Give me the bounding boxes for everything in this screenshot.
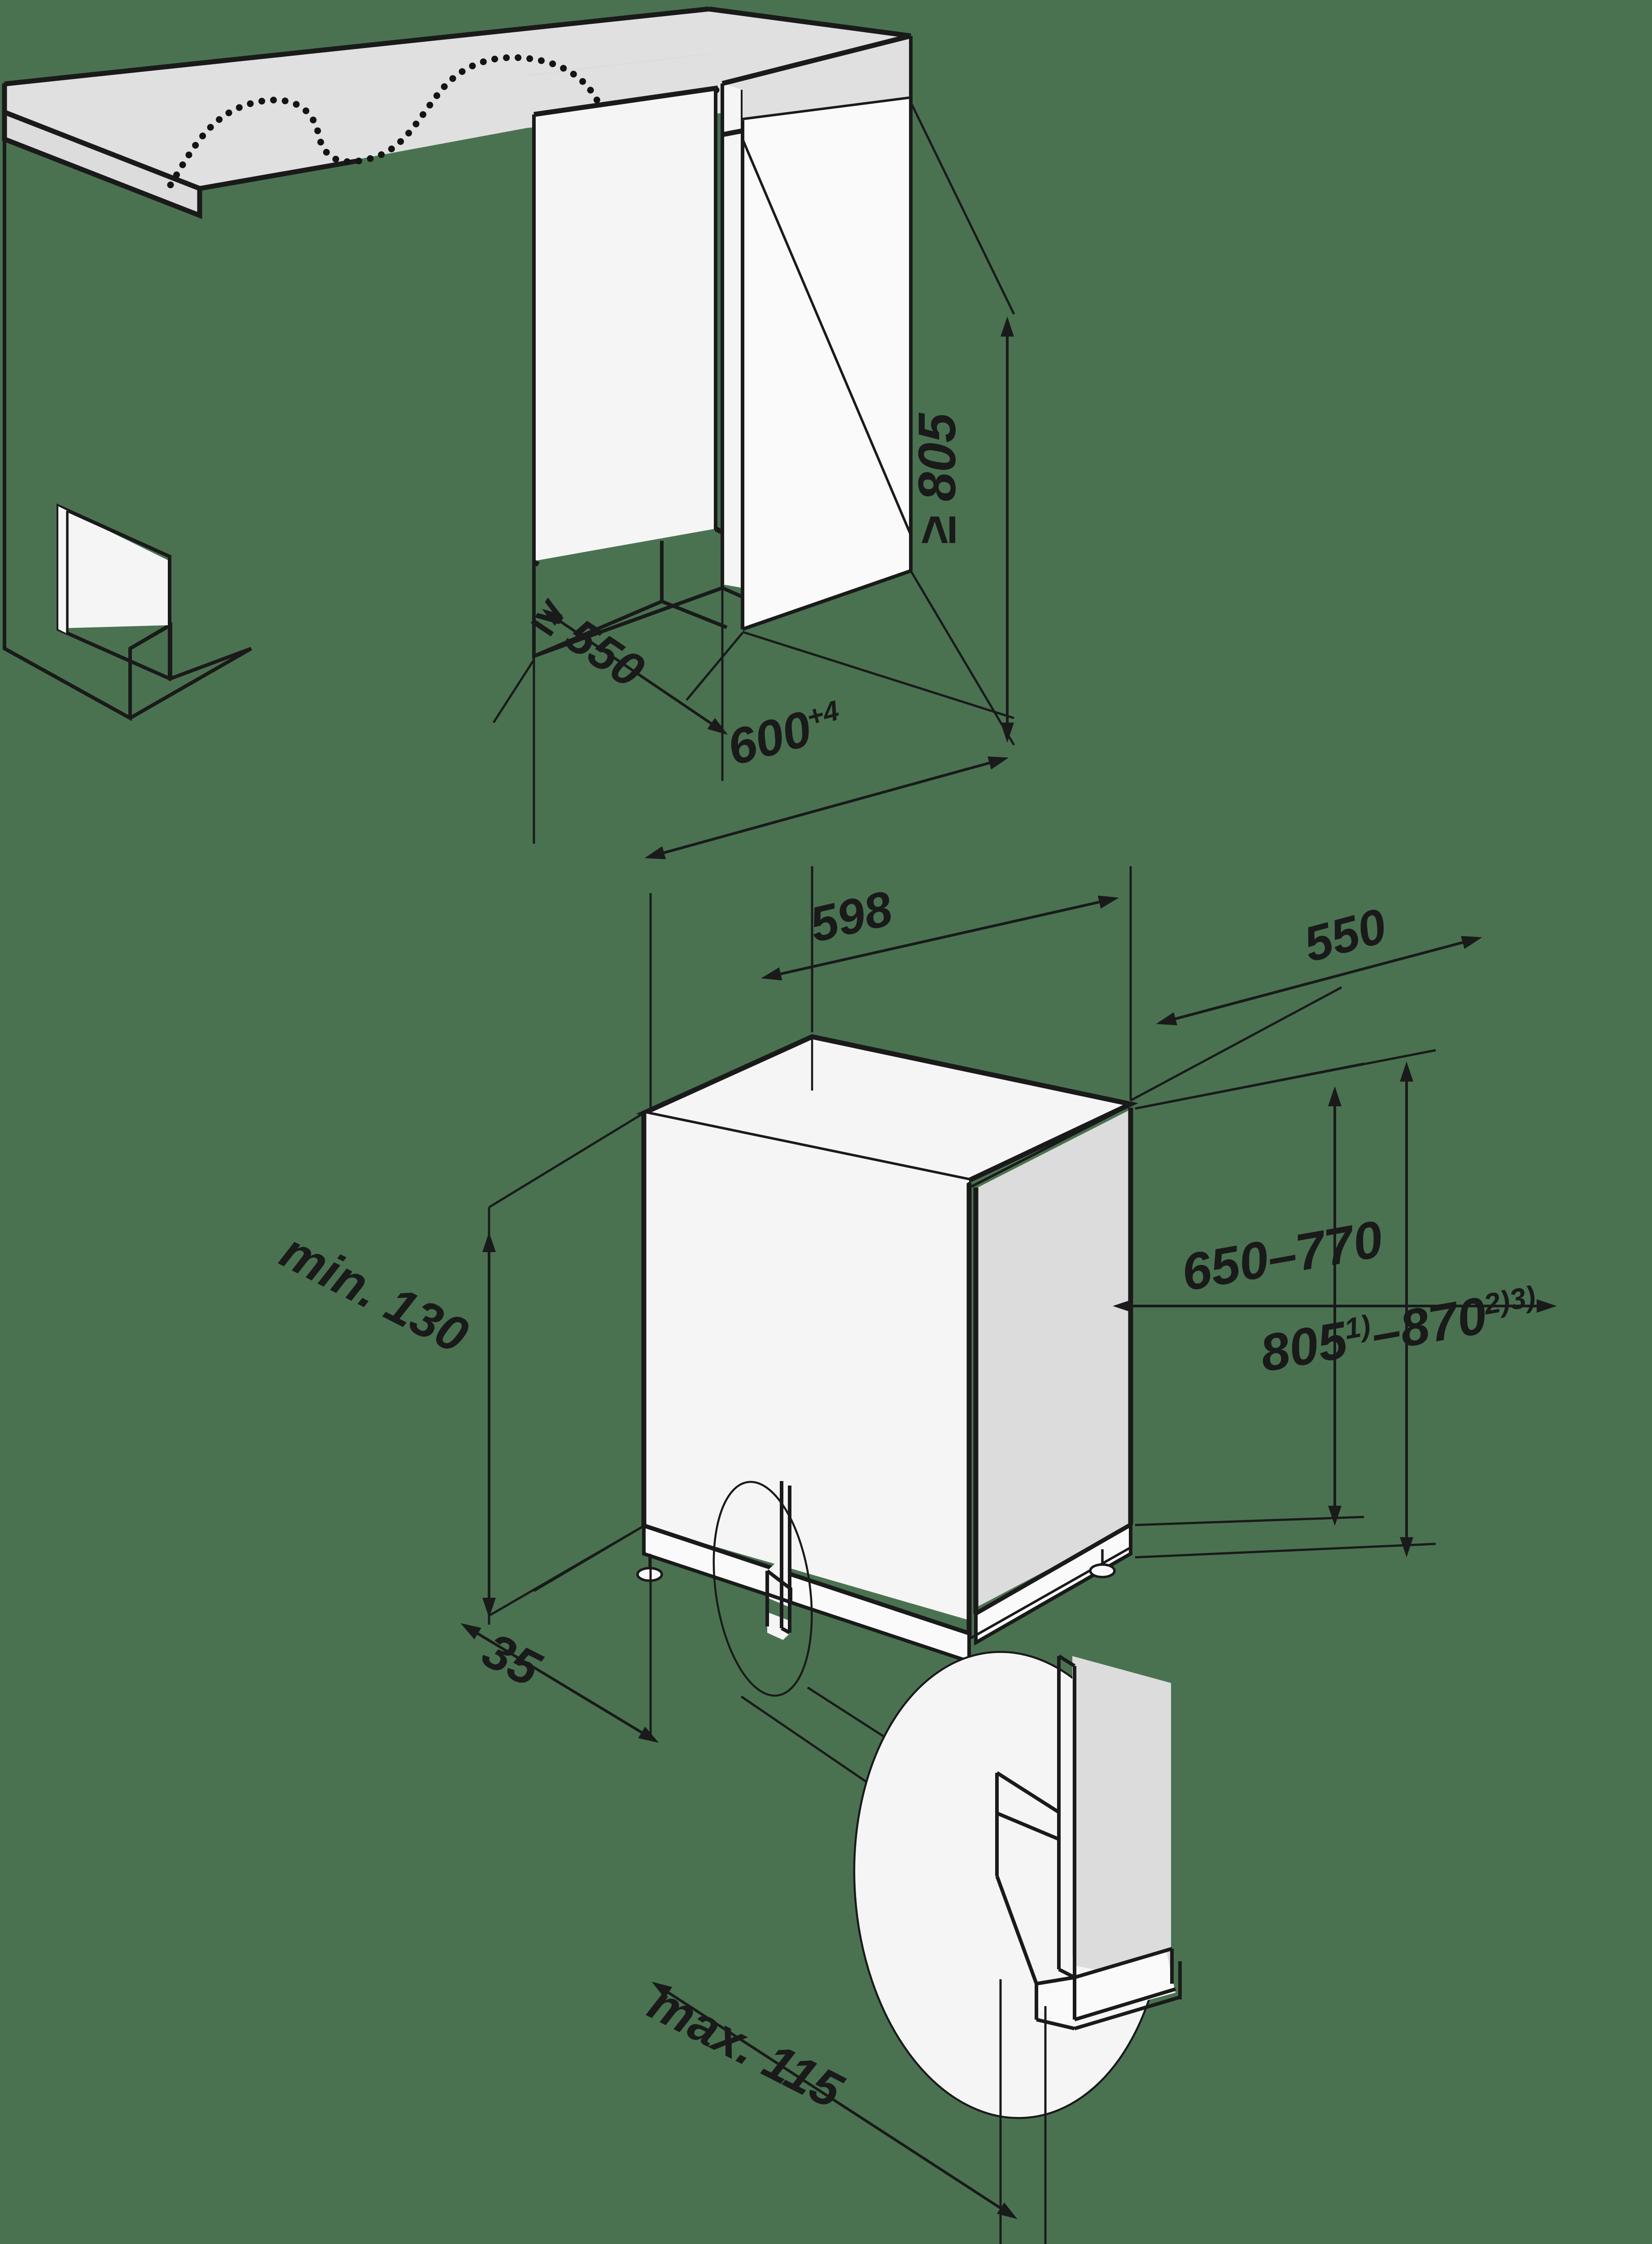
dim-appliance-depth: [1156, 936, 1482, 1026]
appliance-view-group: [460, 866, 1557, 2244]
label-niche-height: ≥ 805: [908, 413, 967, 545]
dim-appliance-width: [761, 895, 1119, 981]
worktop: [2, 6, 709, 219]
detail-callout-ellipse-small: [712, 1481, 813, 1697]
appliance-body: [636, 1034, 1139, 1637]
adjustable-foot-rear: [1089, 1549, 1116, 1578]
plinth-panel-detail: [995, 1654, 1182, 2030]
dim-front-panel-height: [1113, 1086, 1557, 1526]
dim-plinth-depth: [651, 1979, 1047, 2244]
cutout-outline: [167, 54, 721, 188]
niche-cabinet: [532, 33, 913, 659]
dim-niche-width: [644, 756, 1009, 859]
dim-plinth-setback: [460, 1623, 659, 1743]
left-cabinet: [3, 83, 252, 721]
dim-niche-depth: [542, 609, 728, 735]
niche-view-group: [2, 6, 1015, 859]
